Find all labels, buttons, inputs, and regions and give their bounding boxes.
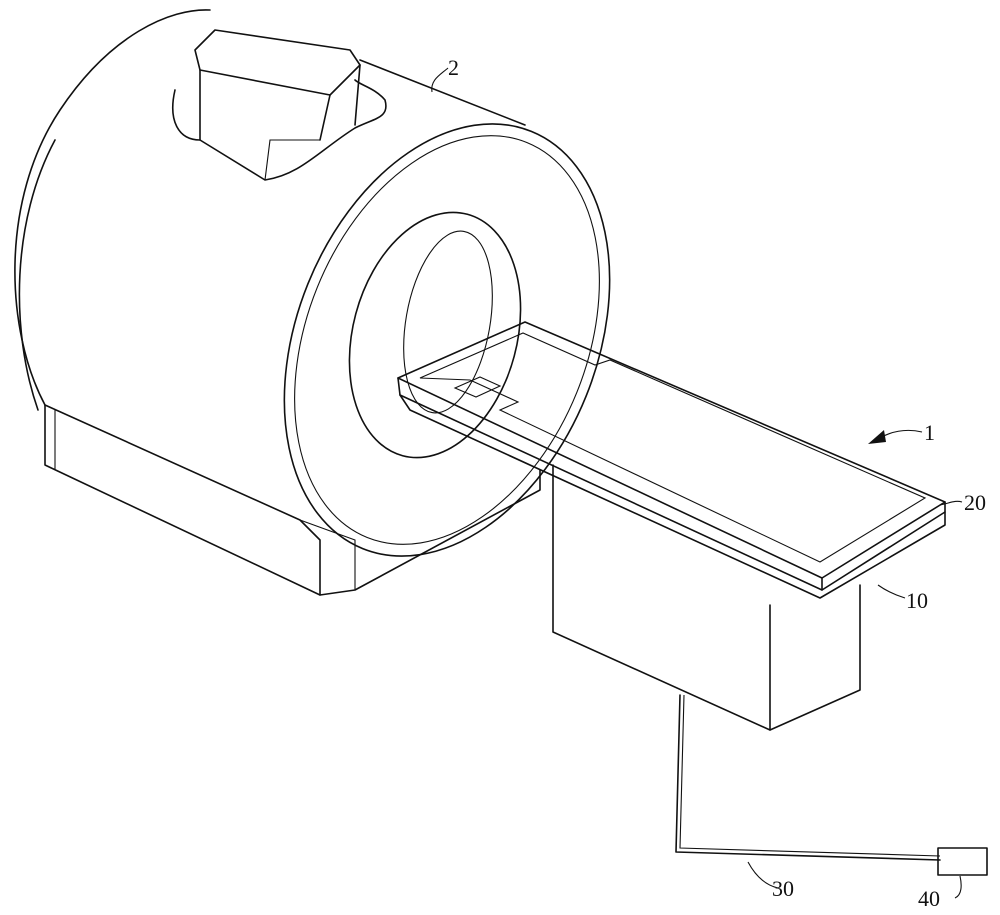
label-assembly: 1 <box>924 420 935 445</box>
device-box <box>937 847 988 876</box>
leader-lines <box>431 67 963 899</box>
table <box>397 321 946 599</box>
cable <box>675 694 941 861</box>
label-table: 10 <box>906 588 928 613</box>
top-housing <box>171 29 387 181</box>
label-top-plate: 20 <box>964 490 986 515</box>
label-gantry: 2 <box>448 55 459 80</box>
gantry <box>14 9 611 596</box>
label-cable: 30 <box>772 876 794 901</box>
pedestal <box>552 464 861 731</box>
label-device: 40 <box>918 886 940 911</box>
